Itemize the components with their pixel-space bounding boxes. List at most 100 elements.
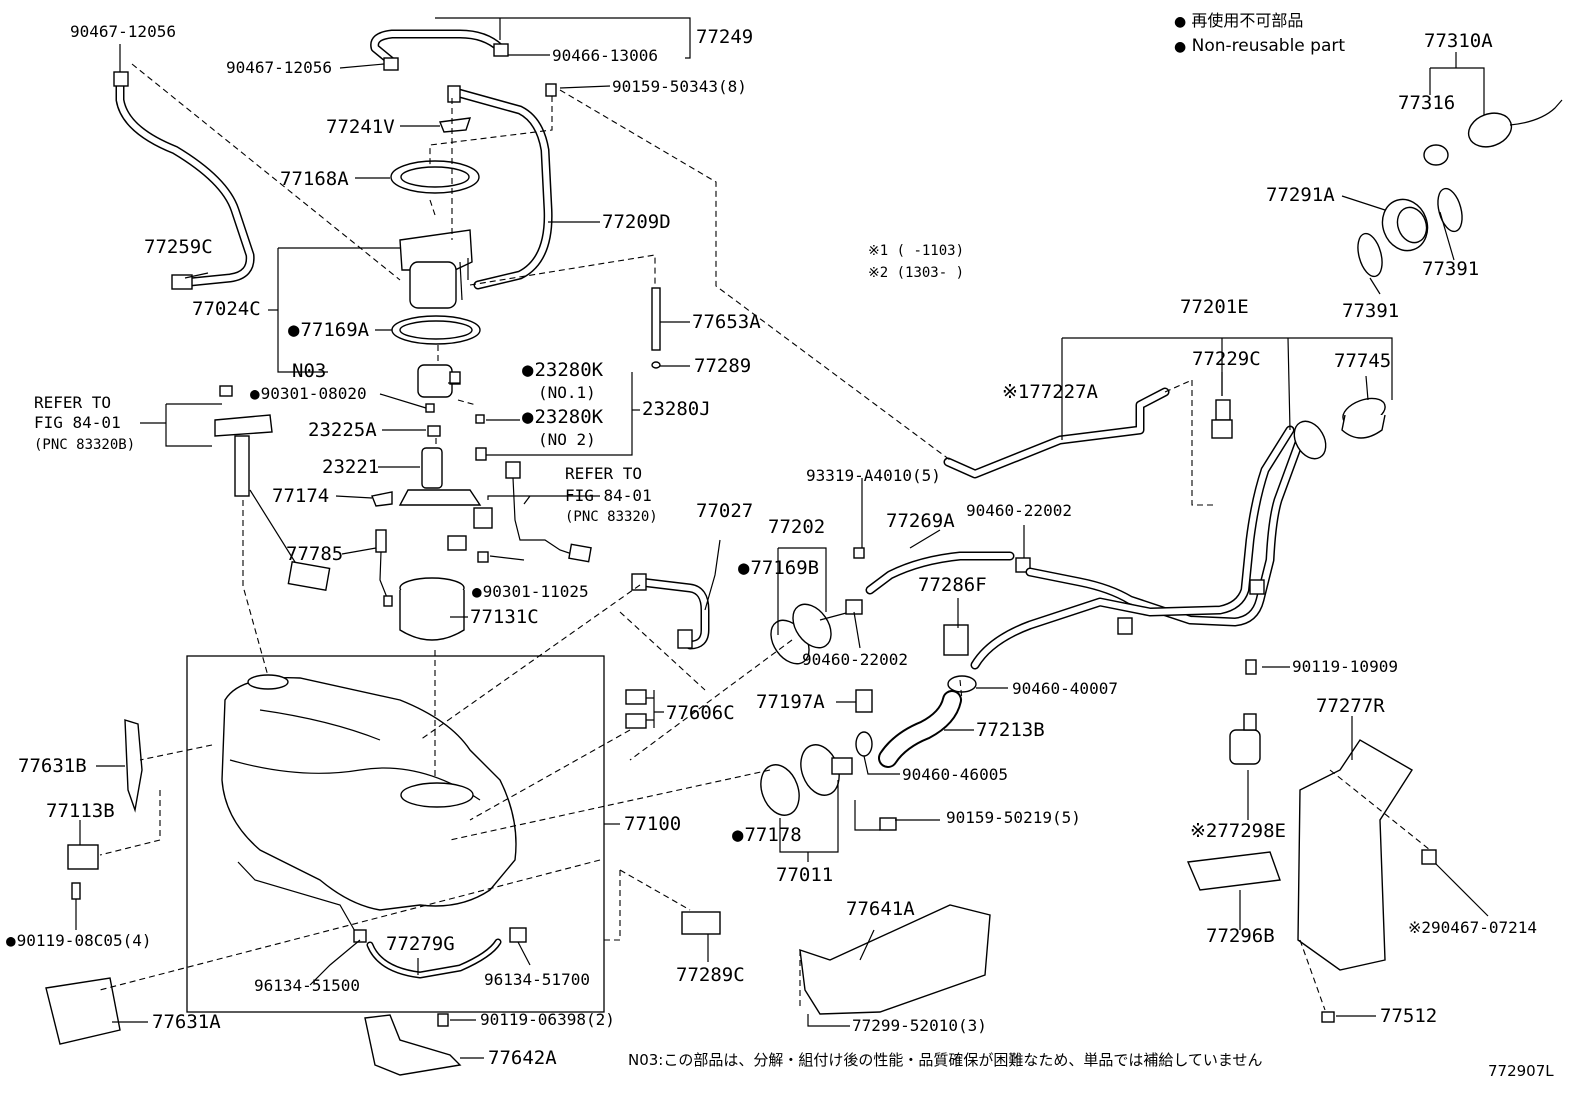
label-77785: 77785 xyxy=(286,543,344,565)
label-23280j: 23280J xyxy=(642,398,711,420)
label-77286f: 77286F xyxy=(918,574,987,596)
note-range-2: ※2 (1303- ) xyxy=(868,265,965,281)
label-77298e: ※277298E xyxy=(1190,820,1286,842)
refer-left-line2: FIG 84-01 xyxy=(34,413,121,432)
label-90467-12056-a: 90467-12056 xyxy=(70,22,176,41)
clip-77197a xyxy=(855,689,873,713)
fuel-cap-77310a xyxy=(1423,99,1563,166)
o-ring-23280k-2 xyxy=(475,447,487,461)
label-77024c: 77024C xyxy=(192,298,261,320)
refer-right-line1: REFER TO xyxy=(565,464,643,483)
tank-box xyxy=(186,655,605,1013)
label-90460-46005: 90460-46005 xyxy=(902,765,1008,784)
label-77131c: 77131C xyxy=(470,606,539,628)
adaptor-77291a xyxy=(1357,187,1463,278)
label-23280k-1: 23280K xyxy=(522,361,603,380)
filler-housing-77745 xyxy=(1341,397,1386,439)
label-77291a: 77291A xyxy=(1266,184,1335,206)
fuel-filter-n03 xyxy=(417,364,461,398)
label-77249: 77249 xyxy=(696,26,754,48)
label-77027: 77027 xyxy=(696,500,754,522)
leader-lines xyxy=(75,44,1489,1059)
label-77174: 77174 xyxy=(272,485,330,507)
label-77168a: 77168A xyxy=(280,168,349,190)
protector-77631a xyxy=(45,977,121,1045)
label-77310a: 77310A xyxy=(1424,30,1493,52)
label-23280k-1-no: (NO.1) xyxy=(538,383,596,402)
valve-77298e xyxy=(1229,713,1261,765)
label-77169a: 77169A xyxy=(288,321,369,340)
label-77259c: 77259C xyxy=(144,236,213,258)
vent-hose-77249 xyxy=(370,17,691,71)
label-77279g: 77279G xyxy=(386,933,455,955)
plate-77011 xyxy=(760,744,897,831)
label-77631a: 77631A xyxy=(152,1011,221,1033)
label-77241v: 77241V xyxy=(326,116,395,138)
feed-tube-77209d xyxy=(447,85,553,290)
dashed-lines xyxy=(99,63,1431,1011)
clip-77606c xyxy=(625,689,647,729)
label-90467-07214: ※290467-07214 xyxy=(1408,918,1537,937)
label-93319-a4010: 93319-A4010(5) xyxy=(806,466,941,485)
label-90460-22002-b: 90460-22002 xyxy=(802,650,908,669)
fuel-pump-23221 xyxy=(398,447,482,506)
label-77277r: 77277R xyxy=(1316,695,1385,717)
bolt-90159-50343 xyxy=(545,83,557,97)
label-23280k-2-no: (NO 2) xyxy=(538,430,596,449)
label-n03: N03 xyxy=(292,360,327,382)
label-90460-22002-a: 90460-22002 xyxy=(966,501,1072,520)
clip-77289c xyxy=(681,911,721,935)
sender-gauge-left xyxy=(214,385,331,591)
label-77201e: 77201E xyxy=(1180,296,1249,318)
clamp-90460-46005 xyxy=(855,731,873,757)
protector-77641a xyxy=(799,904,991,1015)
reservoir-cup-77131c xyxy=(399,577,465,641)
label-77213b: 77213B xyxy=(976,719,1045,741)
valve-77229c xyxy=(1211,399,1233,439)
strap-left xyxy=(237,861,361,941)
label-96134-51700: 96134-51700 xyxy=(484,970,590,989)
protector-77277r xyxy=(1297,739,1413,971)
legend-non-reusable-jp: ● 再使用不可部品 xyxy=(1174,11,1304,30)
refer-left-line3: (PNC 83320B) xyxy=(34,437,136,453)
label-77227a: ※177227A xyxy=(1002,381,1098,403)
label-77606c: 77606C xyxy=(666,702,735,724)
note-range-1: ※1 ( -1103) xyxy=(868,243,965,259)
label-90467-12056-b: 90467-12056 xyxy=(226,58,332,77)
ring-90301-11025 xyxy=(477,551,489,563)
label-77011: 77011 xyxy=(776,864,834,886)
retainer-ring-77168a xyxy=(390,160,480,194)
label-77289: 77289 xyxy=(694,355,752,377)
label-90159-50343: 90159-50343(8) xyxy=(612,77,747,96)
harness-77785 xyxy=(375,529,393,607)
bolt-90119-08c05 xyxy=(71,882,81,900)
bracket-77642a xyxy=(364,1014,462,1076)
protector-77631b xyxy=(124,719,143,813)
label-90119-06398: 90119-06398(2) xyxy=(480,1010,615,1029)
label-77202: 77202 xyxy=(768,516,826,538)
label-77229c: 77229C xyxy=(1192,348,1261,370)
label-77197a: 77197A xyxy=(756,691,825,713)
ring-90301-08020 xyxy=(425,403,435,413)
label-90159-50219: 90159-50219(5) xyxy=(946,808,1081,827)
bracket-77296b xyxy=(1186,851,1281,891)
label-77209d: 77209D xyxy=(602,211,671,233)
label-77178: 77178 xyxy=(732,826,801,845)
label-90301-08020: 90301-08020 xyxy=(250,386,367,402)
refer-right-line3: (PNC 83320) xyxy=(565,509,658,525)
label-77299-52010: 77299-52010(3) xyxy=(852,1016,987,1035)
label-77641a: 77641A xyxy=(846,898,915,920)
label-77169b: 77169B xyxy=(738,559,819,578)
o-ring-23280k-1 xyxy=(475,414,485,424)
label-23225a: 23225A xyxy=(308,419,377,441)
label-77289c: 77289C xyxy=(676,964,745,986)
clamp-77286f xyxy=(943,624,969,656)
label-90466-13006: 90466-13006 xyxy=(552,46,658,65)
label-77642a: 77642A xyxy=(488,1047,557,1069)
refer-right-line2: FIG 84-01 xyxy=(565,486,652,505)
label-77113b: 77113B xyxy=(46,800,115,822)
label-23221: 23221 xyxy=(322,456,380,478)
label-23280k-2: 23280K xyxy=(522,408,603,427)
clamp-90460-40007 xyxy=(947,675,977,693)
